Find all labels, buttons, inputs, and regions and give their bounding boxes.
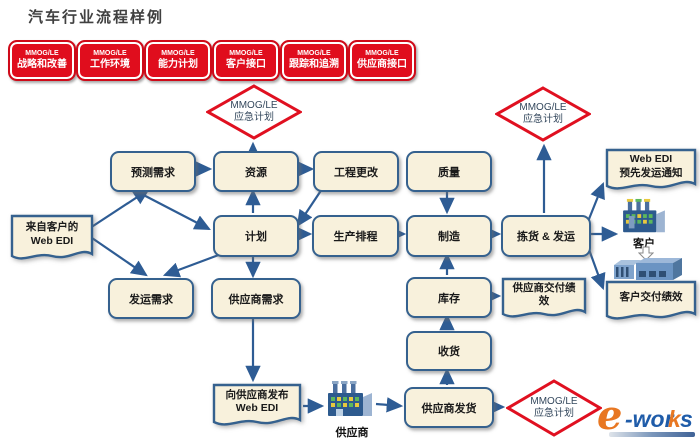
flow-node-manufacturing: 制造 — [406, 215, 492, 257]
supplier-label: 供应商 — [335, 427, 369, 439]
logo-swoosh — [609, 432, 695, 437]
mmog-box-label: 客户接口 — [226, 58, 266, 70]
flow-node-forecast-demand: 预测需求 — [110, 151, 196, 192]
logo-letter-e: e — [597, 392, 623, 439]
diamond-label: 应急计划 — [534, 408, 574, 419]
doc-label: Web EDI — [629, 153, 673, 166]
doc-label: Web EDI — [30, 234, 74, 247]
mmog-box-tag: MMOG/LE — [365, 50, 399, 58]
mmog-box-label: 能力计划 — [158, 58, 198, 70]
customer-factory-icon — [623, 198, 665, 233]
mmog-box-label: 跟踪和追溯 — [289, 58, 339, 70]
logo-text: s — [680, 406, 693, 432]
flow-node-shipping-demand: 发运需求 — [108, 278, 194, 319]
doc-supplier-delivery-performance: 供应商交付绩效 — [501, 277, 587, 322]
doc-customer-delivery-performance: 客户交付绩效 — [605, 280, 697, 324]
diamond-label: MMOG/LE — [519, 101, 567, 113]
page-title: 汽车行业流程样例 — [28, 9, 165, 26]
down-arrow-icon — [638, 246, 654, 261]
doc-label: 向供应商发布 — [225, 388, 289, 401]
customer-warehouse-icon — [614, 258, 682, 280]
diamond-label: MMOG/LE — [530, 395, 578, 407]
mmog-box-label: 工作环境 — [90, 58, 130, 70]
logo-text: -wor — [625, 406, 674, 432]
flow-node-engineering-change: 工程更改 — [313, 151, 399, 192]
flow-node-inventory: 库存 — [406, 277, 492, 318]
flow-node-pick-ship: 拣货 & 发运 — [501, 215, 591, 257]
flow-node-receiving: 收货 — [406, 331, 492, 371]
flow-node-resources: 资源 — [213, 151, 299, 192]
flow-node-supplier-shipping: 供应商发货 — [404, 387, 494, 428]
flow-node-quality: 质量 — [406, 151, 492, 192]
diamond-label: 应急计划 — [523, 114, 563, 125]
mmog-box-label: 供应商接口 — [357, 58, 407, 70]
diamond-label: MMOG/LE — [230, 99, 278, 111]
doc-label: Web EDI — [235, 402, 279, 414]
flow-node-supplier-demand: 供应商需求 — [211, 278, 301, 319]
flow-node-production-scheduling: 生产排程 — [312, 215, 399, 257]
eworks-logo: e -wor k s — [595, 392, 699, 444]
diamond-label: 应急计划 — [234, 112, 274, 123]
doc-label: 预先发运通知 — [619, 166, 683, 179]
mmog-box-tag: MMOG/LE — [93, 50, 127, 58]
mmog-box-tag: MMOG/LE — [161, 50, 195, 58]
mmog-box-tag: MMOG/LE — [297, 50, 331, 58]
doc-label: 来自客户的 — [25, 221, 79, 234]
mmog-box-label: 战略和改善 — [17, 58, 67, 70]
doc-label: 效 — [538, 295, 550, 307]
flow-node-planning: 计划 — [213, 215, 299, 257]
logo-text: k — [668, 406, 681, 432]
doc-label: 供应商交付绩 — [512, 281, 576, 294]
supplier-factory-icon — [328, 381, 372, 416]
mmog-box-tag: MMOG/LE — [25, 50, 59, 58]
doc-label: 客户交付绩效 — [619, 290, 683, 303]
mmog-box-tag: MMOG/LE — [229, 50, 263, 58]
